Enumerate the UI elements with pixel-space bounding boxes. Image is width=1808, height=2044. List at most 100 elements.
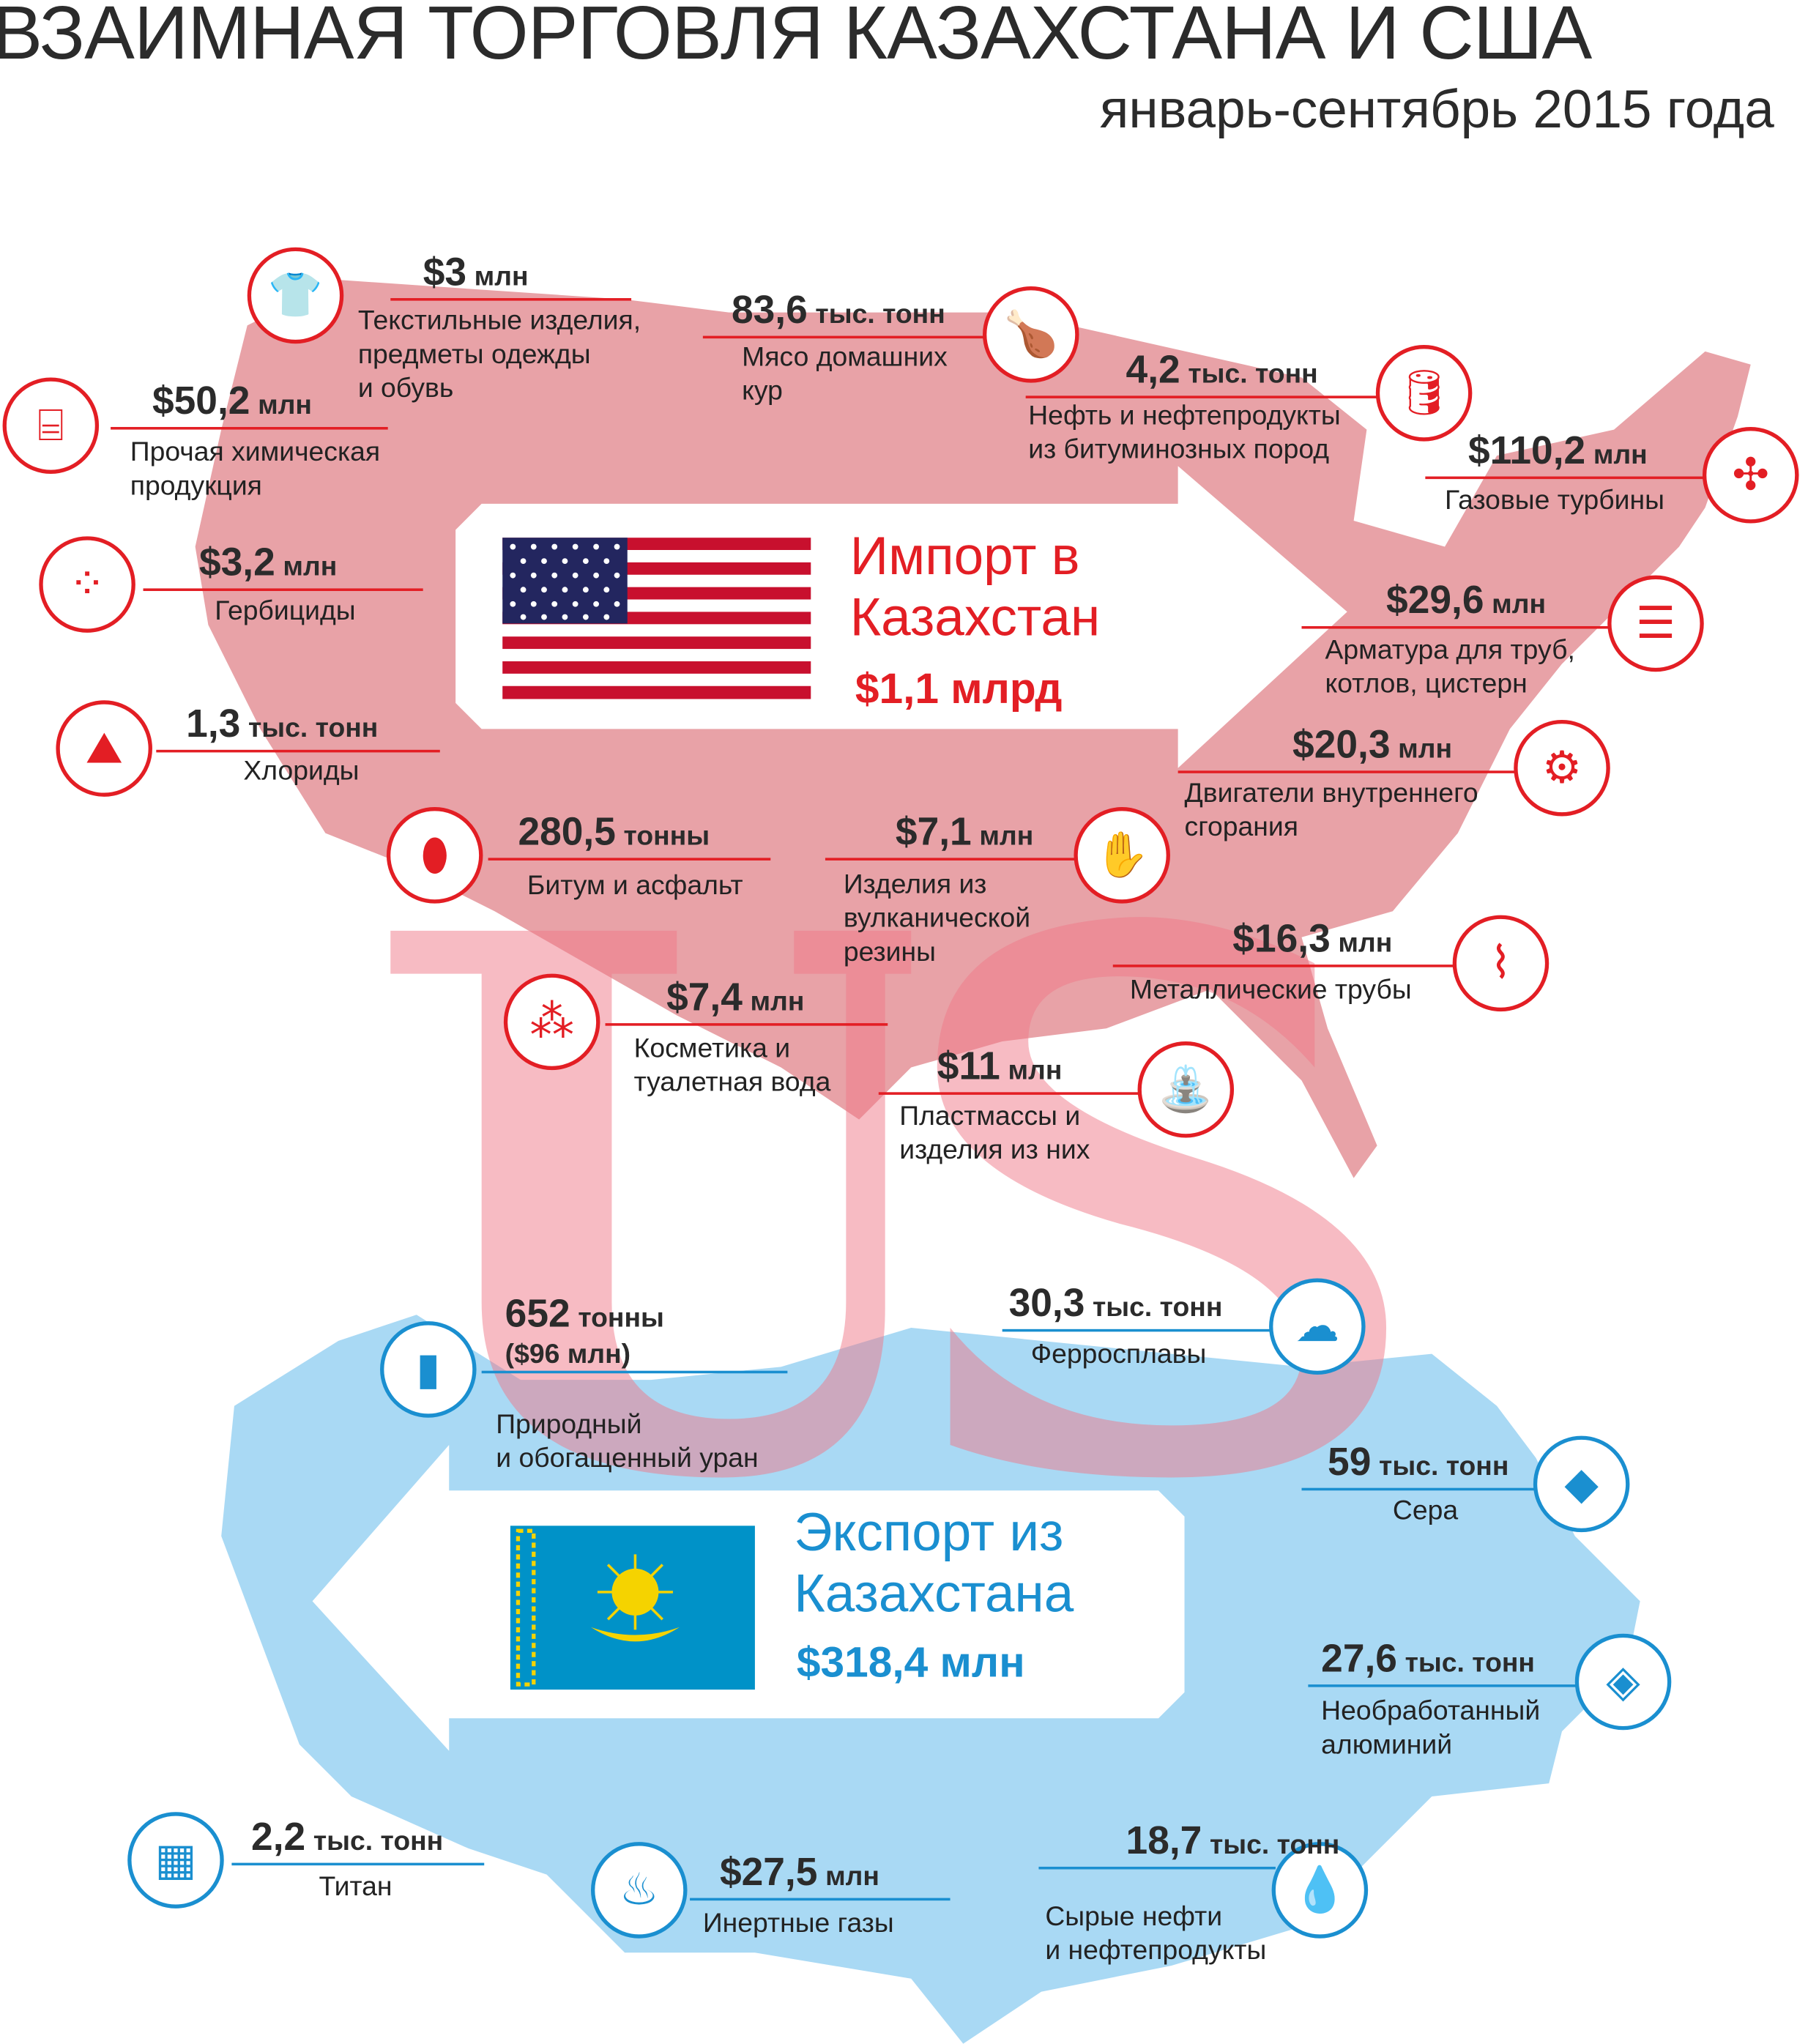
value-number: 30,3 — [1008, 1282, 1085, 1326]
value-number: $7,4 — [666, 976, 743, 1019]
aluminium-icon: ◈ — [1574, 1633, 1672, 1731]
import-item-label: Арматура для труб, котлов, цистерн — [1325, 635, 1575, 699]
value-number: 4,2 — [1126, 349, 1180, 393]
import-total: $1,1 млрд — [855, 664, 1063, 713]
tshirt-icon: 👕 — [247, 247, 344, 344]
export-item-label: Необработанный алюминий — [1321, 1696, 1541, 1761]
value-unit: млн — [825, 1861, 879, 1892]
export-item-label: Титан — [319, 1872, 393, 1902]
export-item-label: Природный и обогащенный уран — [496, 1410, 759, 1474]
sulfur-icon: ◆ — [1533, 1435, 1630, 1533]
value-unit: млн — [1398, 734, 1453, 765]
value-unit: тыс. тонн — [313, 1826, 444, 1857]
import-item-value: 4,2 тыс. тонн — [1126, 349, 1318, 397]
value-number: $7,1 — [895, 811, 972, 855]
value-number: $3,2 — [198, 541, 275, 585]
value-sub: ($96 млн) — [505, 1339, 631, 1370]
divider-line — [702, 335, 989, 338]
divider-line — [690, 1898, 950, 1900]
divider-line — [1002, 1328, 1276, 1331]
value-number: 2,2 — [251, 1816, 306, 1859]
import-item-label: Двигатели внутреннего сгорания — [1184, 778, 1478, 843]
divider-line — [1025, 395, 1380, 398]
value-unit: тыс. тонн — [1405, 1648, 1535, 1679]
divider-line — [1308, 1684, 1582, 1687]
export-item-label: Ферросплавы — [1030, 1339, 1207, 1370]
value-number: $20,3 — [1292, 724, 1391, 767]
divider-line — [1112, 965, 1458, 967]
divider-line — [825, 858, 1081, 861]
watering-can-icon: ⛲ — [1137, 1041, 1235, 1138]
import-item-label: Металлические трубы — [1129, 975, 1412, 1006]
import-item-label: Газовые турбины — [1445, 486, 1664, 516]
import-item-label: Нефть и нефтепродукты из битуминозных по… — [1028, 401, 1341, 465]
value-unit: тыс. тонн — [1188, 359, 1318, 390]
us-watermark — [390, 917, 1387, 1478]
import-item-label: Пластмассы и изделия из них — [899, 1101, 1090, 1165]
value-number: 280,5 — [518, 811, 616, 855]
divider-line — [1178, 770, 1517, 773]
divider-line — [1301, 625, 1615, 628]
value-number: $16,3 — [1232, 918, 1331, 961]
value-unit: млн — [1593, 439, 1648, 470]
value-unit: млн — [258, 390, 312, 421]
export-item-label: Сырые нефти и нефтепродукты — [1045, 1901, 1267, 1966]
watermark-letter-u — [390, 930, 912, 1478]
export-total: $318,4 млн — [796, 1638, 1025, 1686]
uranium-rods-icon: ▮ — [380, 1321, 477, 1418]
usa-flag — [502, 538, 811, 699]
gas-flame-icon: ♨ — [590, 1842, 688, 1939]
divider-line — [390, 298, 632, 300]
export-item-label: Инертные газы — [702, 1908, 894, 1939]
pipes-icon: ⌇ — [1452, 915, 1550, 1012]
watermark-letter-s — [937, 917, 1387, 1478]
import-item-label: Мясо домашних кур — [742, 342, 948, 406]
import-item-label: Текстильные изделия, предметы одежды и о… — [357, 305, 641, 404]
value-number: $3 — [423, 251, 467, 294]
chicken-icon: 🍗 — [983, 286, 1079, 383]
divider-line — [231, 1862, 485, 1865]
export-title: Экспорт из Казахстана — [794, 1502, 1074, 1624]
import-title: Импорт в Казахстан — [849, 526, 1101, 647]
ferroalloy-icon: ☁ — [1269, 1278, 1366, 1375]
value-number: $110,2 — [1468, 429, 1586, 473]
value-unit: тыс. тонн — [1379, 1451, 1509, 1482]
import-item-label: Гербициды — [215, 596, 356, 626]
value-unit: тыс. тонн — [1209, 1830, 1340, 1861]
kazakhstan-flag — [510, 1525, 755, 1690]
gloves-icon: ✋ — [1074, 807, 1170, 904]
value-number: $11 — [937, 1045, 1000, 1088]
divider-line — [488, 858, 771, 861]
value-unit: тонны — [578, 1303, 664, 1334]
divider-line — [481, 1370, 788, 1373]
value-number: $27,5 — [719, 1851, 818, 1895]
page-subtitle: январь-сентябрь 2015 года — [1099, 79, 1774, 140]
value-unit: тыс. тонн — [248, 713, 379, 743]
divider-line — [1425, 476, 1705, 479]
turbine-icon: ✣ — [1702, 427, 1799, 524]
value-number: $29,6 — [1386, 579, 1484, 623]
value-number: 18,7 — [1126, 1819, 1202, 1863]
import-item-label: Косметика и туалетная вода — [633, 1033, 831, 1098]
value-unit: млн — [474, 261, 529, 292]
value-unit: тыс. тонн — [815, 299, 945, 330]
divider-line — [1038, 1866, 1276, 1869]
value-number: 59 — [1328, 1441, 1372, 1484]
divider-line — [143, 588, 423, 591]
